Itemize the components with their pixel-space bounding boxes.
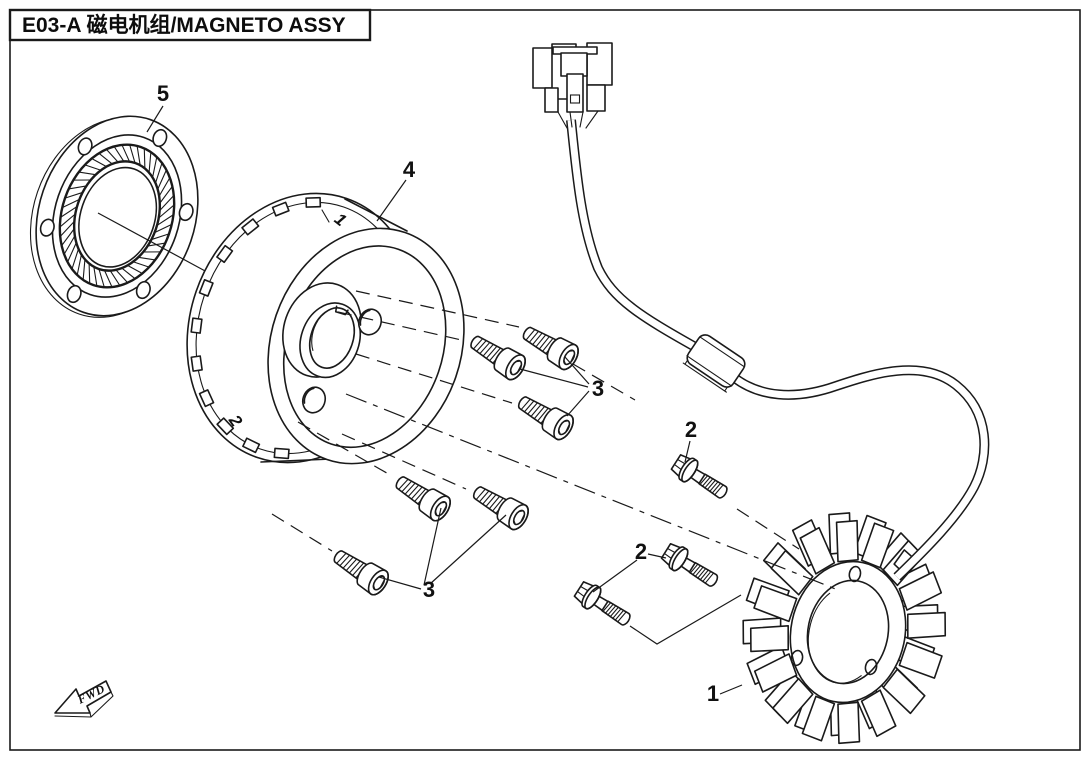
socket-bolt: [464, 327, 530, 384]
stator-drawing: [742, 512, 947, 745]
part-callout-3-upper: 3: [592, 376, 604, 401]
clutch-flange-holes: [39, 128, 194, 304]
page-border: [9, 9, 1081, 751]
flange-bolt: [668, 450, 733, 506]
stator-mount-hole: [790, 649, 804, 667]
part-callout-1: 1: [707, 681, 719, 706]
part-callout-5: 5: [157, 81, 169, 106]
rotor-bolt-hole: [301, 386, 327, 414]
assembly-axis-lines: [271, 290, 839, 591]
stator-mount-hole: [864, 658, 878, 676]
socket-bolt: [327, 542, 393, 599]
part-callout-3-lower: 3: [423, 577, 435, 602]
cable-grommet: [682, 334, 746, 393]
one-way-clutch-drawing: [29, 115, 199, 318]
page-title: E03-A 磁电机组/MAGNETO ASSY: [22, 13, 346, 37]
part-callout-2-lower: 2: [635, 539, 647, 564]
rotor-magnet-slots: [190, 196, 322, 460]
stator-mount-hole: [848, 565, 862, 583]
flange-bolts-group: [571, 450, 733, 633]
fwd-arrow: FWD: [54, 680, 114, 718]
callouts: 5 4 3 3 2 2 1: [157, 81, 719, 706]
stator-teeth: [749, 519, 947, 745]
leader-lines: [146, 105, 743, 695]
flange-bolt: [658, 539, 724, 594]
flywheel-rotor-drawing: 1 2: [186, 192, 465, 465]
socket-bolt: [389, 468, 455, 525]
wire-connector-drawing: [532, 42, 613, 129]
flange-bolt: [571, 577, 636, 633]
rotor-bolt-hole: [357, 308, 383, 336]
part-callout-4: 4: [403, 157, 416, 182]
title-box: [8, 8, 372, 42]
stator-cable: [566, 119, 990, 581]
title-block: E03-A 磁电机组/MAGNETO ASSY: [8, 8, 372, 42]
socket-bolt: [467, 478, 533, 534]
part-callout-2-upper: 2: [685, 417, 697, 442]
alignment-line-5-to-4: [97, 212, 208, 273]
sprag-rollers: [59, 144, 175, 288]
